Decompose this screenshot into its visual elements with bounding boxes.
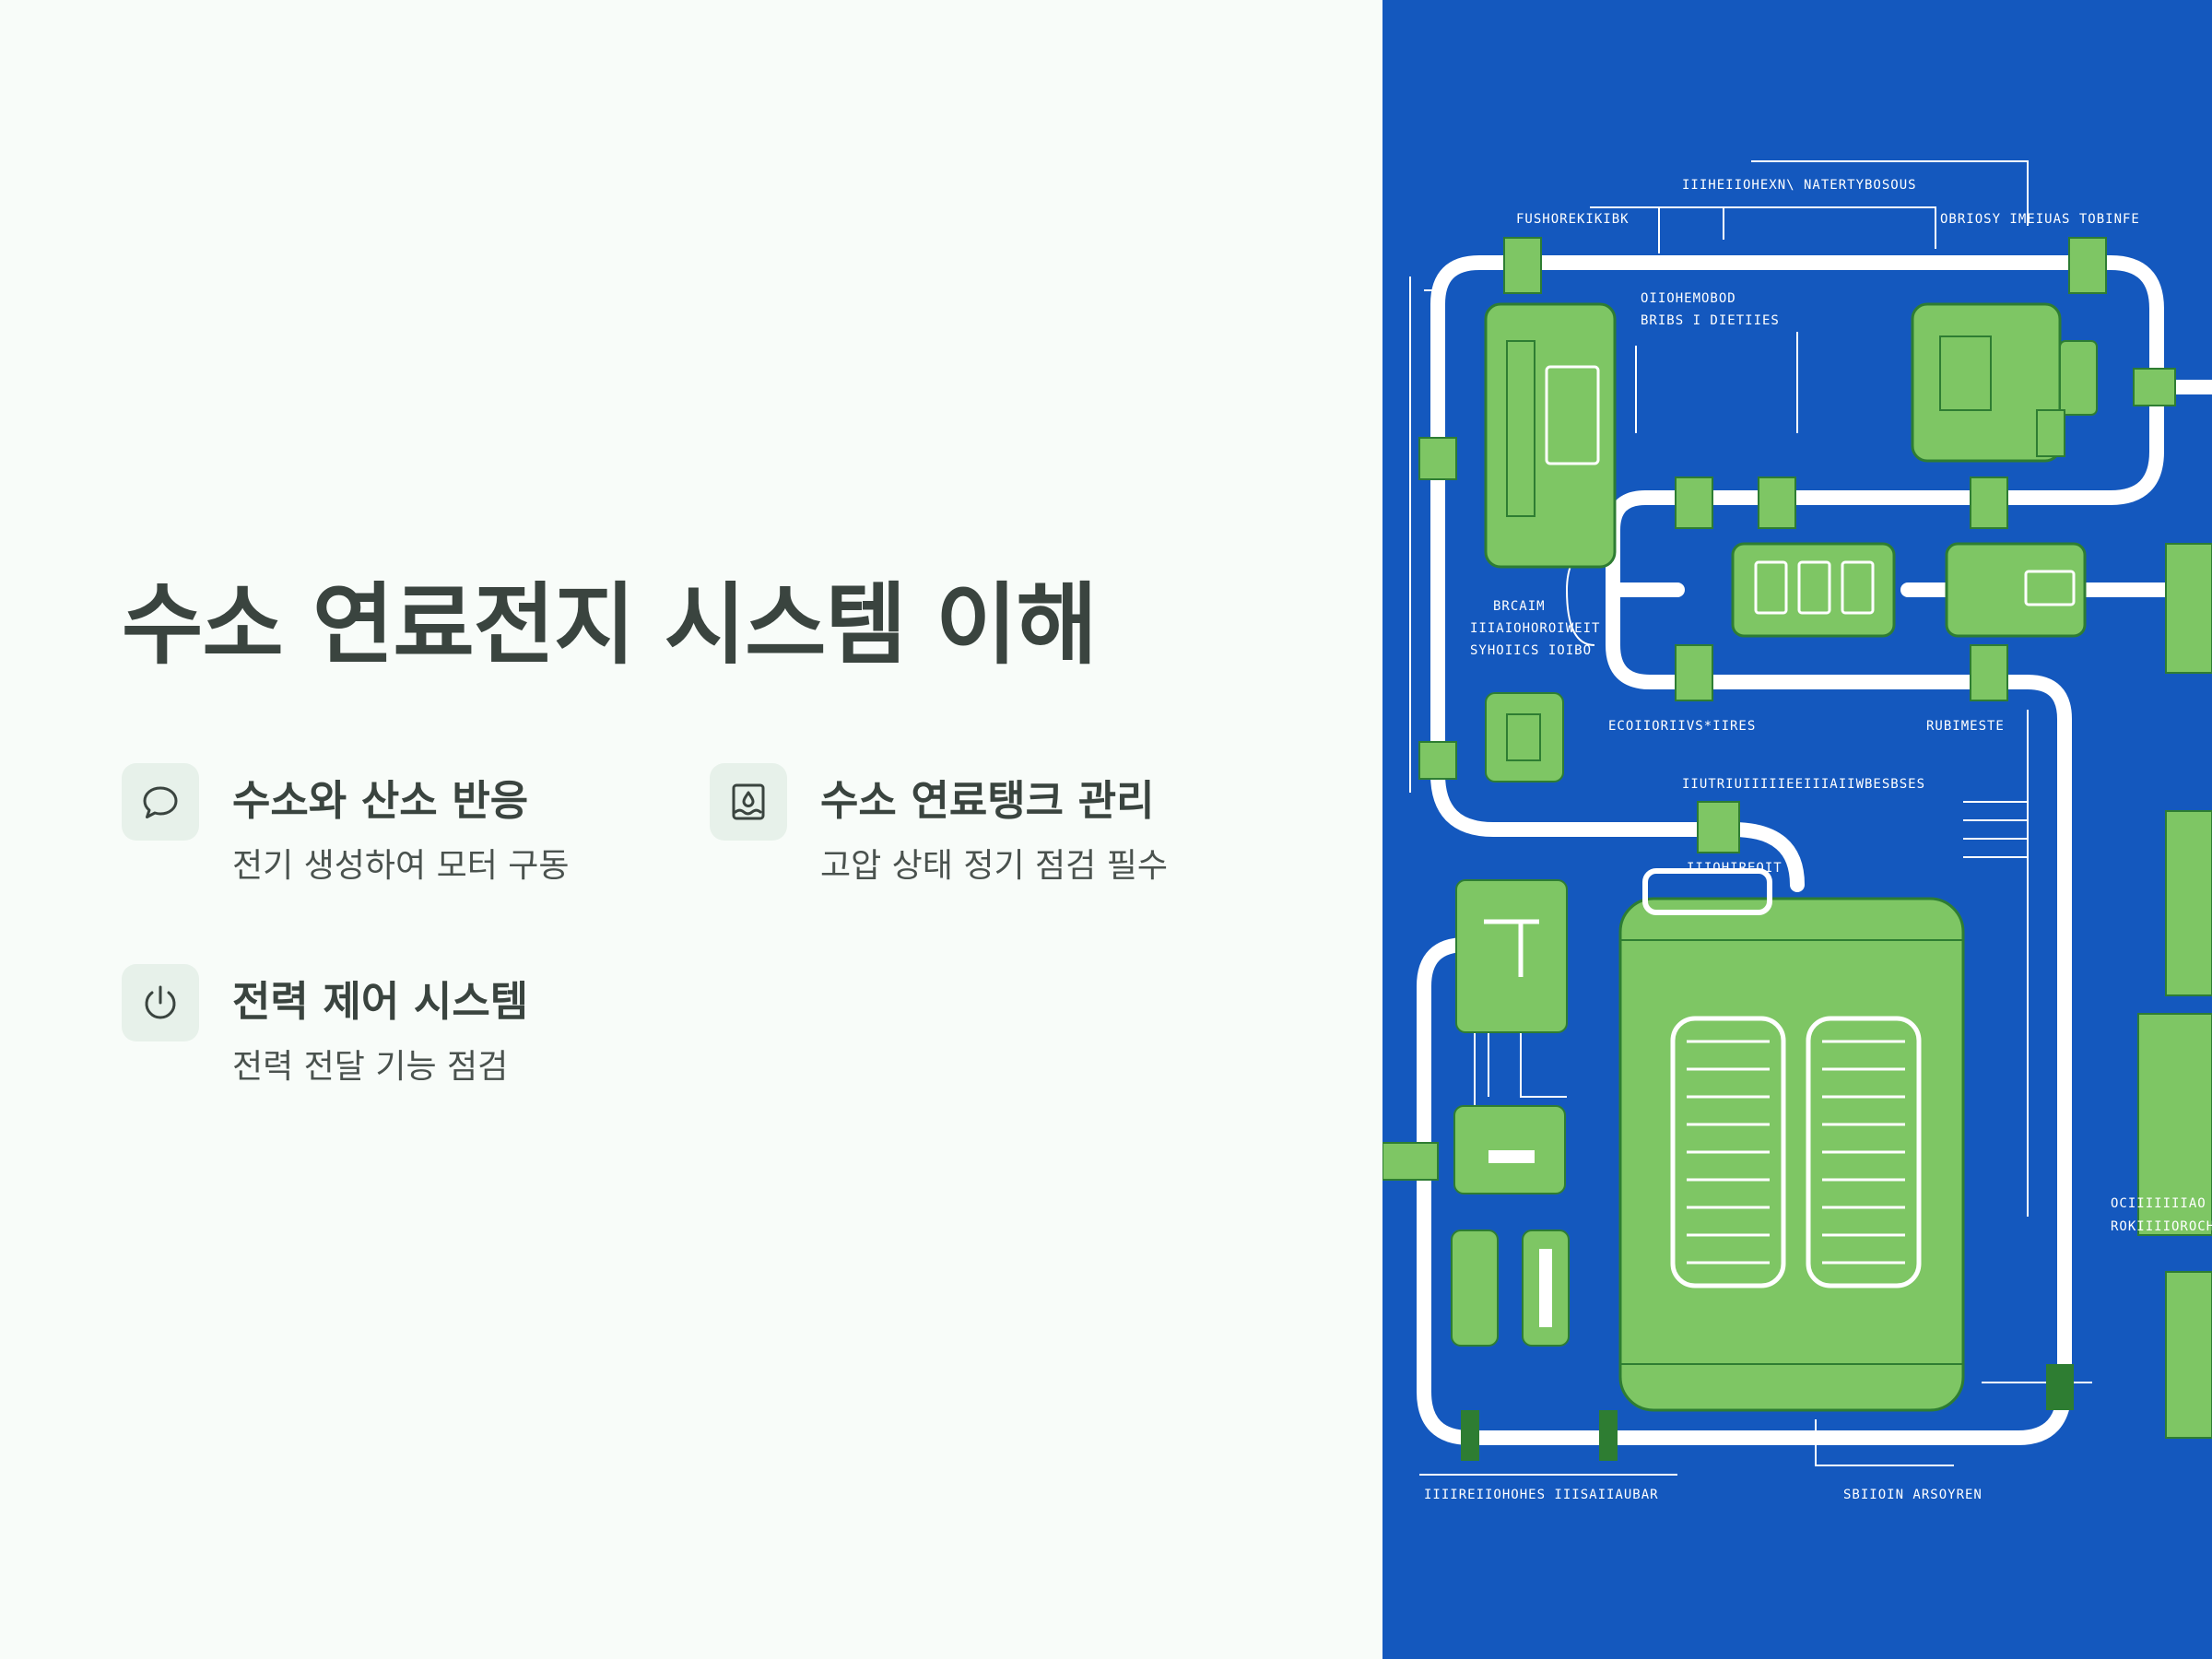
diagram-label: IIIAIOHOROIWEIT (1470, 621, 1600, 636)
control-modules (1731, 542, 2087, 638)
diagram-label: OBRIOSY IMEIUAS TOBINFE (1940, 212, 2140, 227)
feature-title: 전력 제어 시스템 (232, 977, 529, 1026)
diagram-label: FUSHOREKIKIBK (1516, 212, 1630, 227)
small-components (1451, 692, 1570, 1347)
feature-title: 수소와 산소 반응 (232, 776, 529, 825)
pipes (1417, 255, 2212, 1445)
diagram-label: IIIHEIIOHEXN\ NATERTYBOSOUS (1682, 178, 1917, 193)
diagram-label: ECOIIORIIVS*IIRES (1608, 719, 1756, 734)
schematic-illustration: IIIHEIIOHEXN\ NATERTYBOSOUS FUSHOREKIKIB… (1382, 160, 2212, 1502)
diagram-label: RUBIMESTE (1926, 719, 2005, 734)
fuel-cell-stack (1484, 302, 1617, 569)
diagram-label: SBIIOIN ARSOYREN (1843, 1488, 1983, 1502)
electric-motor (1911, 302, 2098, 463)
diagram-label: IIIOHIREOIT (1687, 861, 1783, 876)
bottom-valves (1461, 1364, 2074, 1461)
diagram-label: OCIIIIIIIAO (2111, 1196, 2206, 1211)
diagram-labels: IIIHEIIOHEXN\ NATERTYBOSOUS FUSHOREKIKIB… (1424, 178, 2212, 1502)
diagram-label: IIIIREIIOHOHES IIISAIIAUBAR (1424, 1488, 1659, 1502)
pipe-connectors (1382, 237, 2212, 1439)
feature-title: 수소 연료탱크 관리 (820, 776, 1155, 825)
fuel-cell-diagram: IIIHEIIOHEXN\ NATERTYBOSOUS FUSHOREKIKIB… (1382, 0, 2212, 1659)
diagram-label: BRIBS I DIETIIES (1641, 313, 1780, 328)
page-title: 수소 연료전지 시스템 이해 (122, 573, 1098, 677)
feature-description: 고압 상태 정기 점검 필수 (820, 847, 1168, 885)
feature-description: 전기 생성하여 모터 구동 (232, 847, 570, 885)
diagram-label: ROKIIIIOROCHE (2111, 1219, 2212, 1234)
tank-drop-icon (710, 763, 787, 841)
hydrogen-tank (1618, 868, 1965, 1412)
wires (1409, 160, 2092, 1476)
feature-power-control: 전력 제어 시스템 전력 전달 기능 점검 (122, 964, 693, 1093)
chat-bubble-icon (122, 763, 199, 841)
diagram-label: BRCAIM (1493, 599, 1546, 614)
diagram-label: OIIOHEMOBOD (1641, 291, 1736, 306)
power-icon (122, 964, 199, 1041)
feature-tank: 수소 연료탱크 관리 고압 상태 정기 점검 필수 (710, 763, 1281, 892)
diagram-label: IIUTRIUIIIIIEEIIIAIIWBESBSES (1682, 777, 1925, 792)
diagram-label: SYHOIICS IOIBO (1470, 643, 1592, 658)
feature-description: 전력 전달 기능 점검 (232, 1048, 509, 1086)
feature-reaction: 수소와 산소 반응 전기 생성하여 모터 구동 (122, 763, 693, 892)
content-panel: 수소 연료전지 시스템 이해 수소와 산소 반응 전기 생성하여 모터 구동 수… (122, 573, 1281, 1093)
